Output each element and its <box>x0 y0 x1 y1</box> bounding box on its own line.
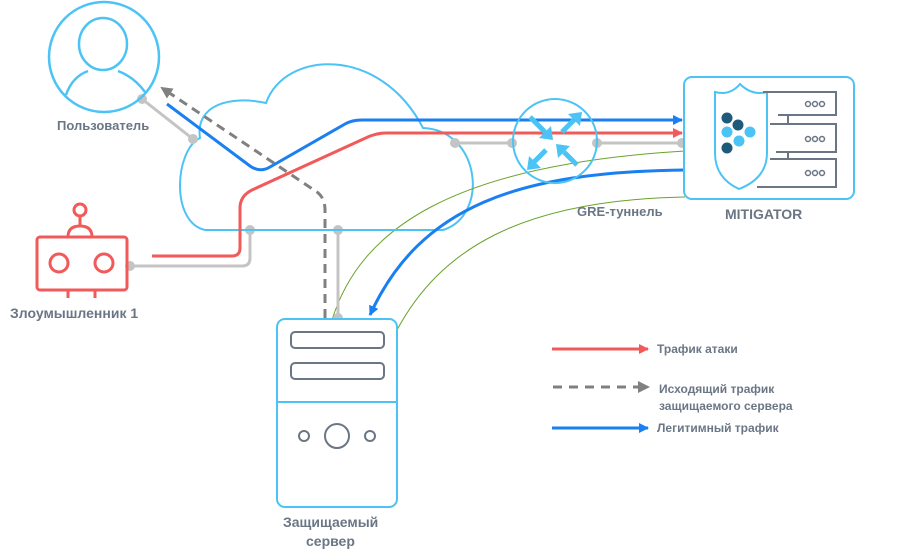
attack-traffic-line <box>152 128 683 258</box>
user-label: Пользователь <box>57 118 150 133</box>
server-label-line2: сервер <box>306 533 355 549</box>
mitigator-label: MITIGATOR <box>725 206 803 222</box>
attacker-label: Злоумышленник 1 <box>10 305 139 321</box>
legend-outgoing-label-line2: защищаемого сервера <box>659 399 793 413</box>
outgoing-traffic-line <box>160 86 327 318</box>
legit-traffic-line-in <box>166 102 683 172</box>
server-icon <box>276 318 398 508</box>
legend-attack-label: Трафик атаки <box>657 342 738 356</box>
legend-legit-label: Легитимный трафик <box>657 421 779 435</box>
gre-tunnel-upper-line <box>331 150 686 321</box>
router-icon <box>512 98 598 184</box>
legend-outgoing-label-line1: Исходящий трафик <box>659 382 775 396</box>
gre-tunnel-lower-line <box>396 196 686 331</box>
user-icon <box>47 0 161 114</box>
server-label-line1: Защищаемый <box>283 514 379 530</box>
cloud-icon <box>179 63 474 231</box>
shield-server-icon <box>683 76 855 200</box>
connectors <box>128 97 682 318</box>
robot-icon <box>35 202 129 298</box>
legit-traffic-line-out <box>368 168 685 316</box>
gre-tunnel-label: GRE-туннель <box>577 204 663 219</box>
